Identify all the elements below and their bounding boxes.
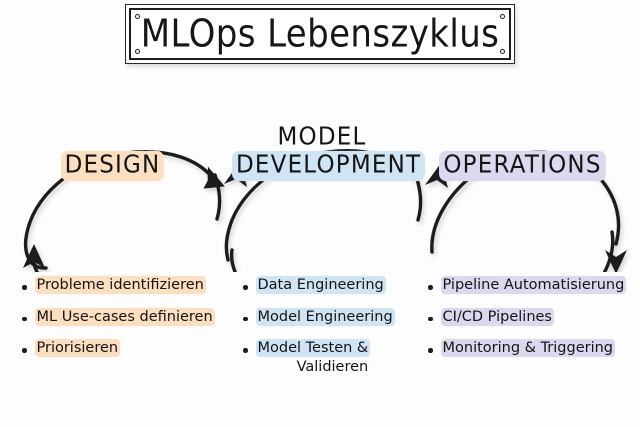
loop-model-crossing-down bbox=[414, 173, 423, 222]
list-item-line1: Priorisieren bbox=[34, 339, 121, 358]
list-item-line1: ML Use-cases definieren bbox=[34, 307, 215, 326]
list-item-text: Monitoring & Triggering bbox=[440, 339, 615, 358]
list-item: Pipeline Automatisierung bbox=[428, 276, 638, 295]
bullet-list-model-development: Data Engineering Model Engineering Model… bbox=[243, 276, 423, 389]
stage-label-operations-text: OPERATIONS bbox=[439, 150, 606, 181]
list-item: ML Use-cases definieren bbox=[22, 307, 237, 327]
list-item-text: Model Testen & Validieren bbox=[255, 339, 371, 376]
list-item-text: Priorisieren bbox=[34, 339, 121, 358]
list-item-line1: CI/CD Pipelines bbox=[440, 307, 554, 326]
arrowhead-ops-right bbox=[605, 250, 627, 272]
loop-arrowheads bbox=[23, 162, 627, 272]
page-title: MLOps Lebenszyklus bbox=[140, 11, 500, 57]
arrowhead-design-top bbox=[203, 166, 225, 189]
list-item-line2: Validieren bbox=[296, 358, 369, 375]
stage-label-design-text: DESIGN bbox=[60, 150, 165, 181]
bullet-list-design: Probleme identifizieren ML Use-cases def… bbox=[22, 276, 237, 371]
list-item: Data Engineering bbox=[243, 276, 423, 295]
list-item-text: CI/CD Pipelines bbox=[440, 307, 554, 327]
list-item: Model Engineering bbox=[243, 307, 423, 327]
bullet-dot-icon bbox=[428, 285, 433, 290]
list-item-line1: Data Engineering bbox=[255, 276, 386, 294]
stage-label-design: DESIGN bbox=[30, 150, 195, 181]
bullet-dot-icon bbox=[22, 285, 27, 290]
screw-dot-top-right-icon bbox=[500, 14, 505, 19]
list-item: Monitoring & Triggering bbox=[428, 339, 638, 358]
stage-label-model-development: MODEL DEVELOPMENT bbox=[232, 122, 426, 181]
list-item-line1: Pipeline Automatisierung bbox=[440, 276, 627, 294]
screw-dot-bottom-left-icon bbox=[135, 49, 140, 54]
list-item: Model Testen & Validieren bbox=[243, 339, 423, 376]
screw-dot-top-left-icon bbox=[135, 14, 140, 19]
bullet-list-operations: Pipeline Automatisierung CI/CD Pipelines… bbox=[428, 276, 638, 371]
list-item-text: Probleme identifizieren bbox=[34, 276, 206, 295]
bullet-dot-icon bbox=[428, 348, 433, 353]
title-sign-inner-border: MLOps Lebenszyklus bbox=[129, 8, 511, 60]
bullet-dot-icon bbox=[22, 316, 27, 322]
bullet-dot-icon bbox=[243, 348, 248, 353]
bullet-dot-icon bbox=[22, 348, 27, 353]
list-item-line1: Probleme identifizieren bbox=[34, 276, 206, 294]
stage-label-model-line2: DEVELOPMENT bbox=[232, 150, 426, 181]
list-item-line1: Monitoring & Triggering bbox=[440, 339, 615, 358]
list-item: CI/CD Pipelines bbox=[428, 307, 638, 327]
list-item: Priorisieren bbox=[22, 339, 237, 358]
bullet-dot-icon bbox=[428, 316, 433, 322]
list-item-text: ML Use-cases definieren bbox=[34, 307, 215, 327]
list-item-line1: Model Engineering bbox=[255, 307, 395, 326]
loop-model-lower-arc bbox=[229, 248, 237, 272]
title-sign: MLOps Lebenszyklus bbox=[125, 4, 515, 64]
list-item-text: Data Engineering bbox=[255, 276, 386, 295]
stage-label-operations: OPERATIONS bbox=[435, 150, 610, 181]
stage-label-model-line1: MODEL bbox=[277, 122, 367, 151]
loop-design-lower-arc bbox=[31, 248, 39, 272]
bullet-dot-icon bbox=[243, 316, 248, 322]
arrowhead-design-left bbox=[23, 244, 45, 268]
list-item-text: Model Engineering bbox=[255, 307, 395, 327]
list-item-text: Pipeline Automatisierung bbox=[440, 276, 627, 295]
loop-ops-lower-arc bbox=[602, 230, 615, 272]
list-item: Probleme identifizieren bbox=[22, 276, 237, 295]
bullet-dot-icon bbox=[243, 285, 248, 290]
screw-dot-bottom-right-icon bbox=[500, 49, 505, 54]
list-item-line1: Model Testen & bbox=[255, 339, 371, 358]
